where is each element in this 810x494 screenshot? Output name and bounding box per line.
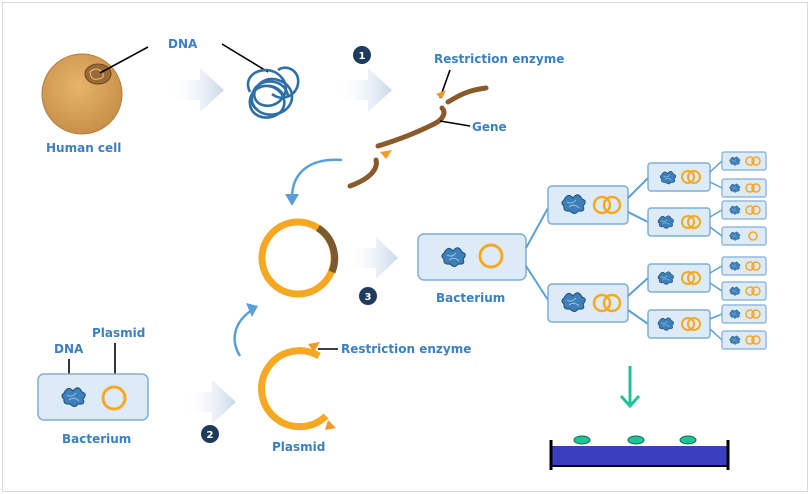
- gene-label: Gene: [472, 120, 507, 134]
- recombinant-plasmid: [258, 218, 339, 298]
- flow-arrow-2: [340, 68, 392, 112]
- curved-arrow-gene-insert: [290, 158, 343, 199]
- plasmid-bottom-label: Plasmid: [272, 440, 325, 454]
- bacterial-colonies: [573, 435, 697, 445]
- restriction-enzyme-bottom-label: Restriction enzyme: [341, 342, 471, 356]
- branch-lines-level-2: [627, 177, 649, 325]
- flow-arrow-4: [186, 380, 236, 424]
- cut-site-marker-top: [436, 90, 446, 99]
- svg-text:1: 1: [359, 51, 366, 62]
- bacterium-gen1-bottom: [547, 283, 629, 323]
- step-2-badge: 2: [201, 425, 219, 443]
- cut-plasmid: [258, 347, 329, 431]
- cut-site-marker-bottom: [380, 150, 392, 159]
- svg-text:2: 2: [207, 430, 214, 441]
- bacteria-gen3: [721, 151, 767, 350]
- svg-text:3: 3: [365, 292, 372, 303]
- bacteria-gen2: [647, 162, 711, 339]
- plasmid-cut-marker-top: [308, 342, 320, 352]
- dna-top-label: DNA: [168, 37, 198, 51]
- bacterium-center: [417, 233, 527, 281]
- bacterium-left: [37, 373, 149, 421]
- curved-arrow-plasmid-up: [233, 308, 253, 357]
- plasmid-left-label: Plasmid: [92, 326, 145, 340]
- branch-lines-level-3: [709, 160, 723, 341]
- flow-arrow-1: [172, 68, 224, 112]
- culture-plate: [549, 440, 730, 470]
- human-cell: [41, 53, 123, 135]
- plasmid-cut-marker-bottom: [325, 420, 336, 430]
- dna-left-label: DNA: [54, 342, 84, 356]
- flow-arrow-3: [350, 237, 398, 279]
- branch-lines-level-1: [525, 207, 549, 301]
- bacterium-left-label: Bacterium: [62, 432, 131, 446]
- dna-pointer-line: [221, 43, 269, 73]
- human-cell-label: Human cell: [46, 141, 121, 155]
- bacterium-gen1-top: [547, 185, 629, 225]
- dna-strand-cut: [347, 85, 489, 189]
- restriction-enzyme-top-label: Restriction enzyme: [434, 52, 564, 66]
- step-1-badge: 1: [353, 46, 371, 64]
- nucleus-pointer-line: [99, 46, 149, 74]
- gene-pointer-line: [439, 120, 471, 127]
- step-3-badge: 3: [359, 287, 377, 305]
- arrow-down-icon: [619, 366, 641, 409]
- dna-tangle: [246, 66, 300, 119]
- bacterium-center-label: Bacterium: [436, 291, 505, 305]
